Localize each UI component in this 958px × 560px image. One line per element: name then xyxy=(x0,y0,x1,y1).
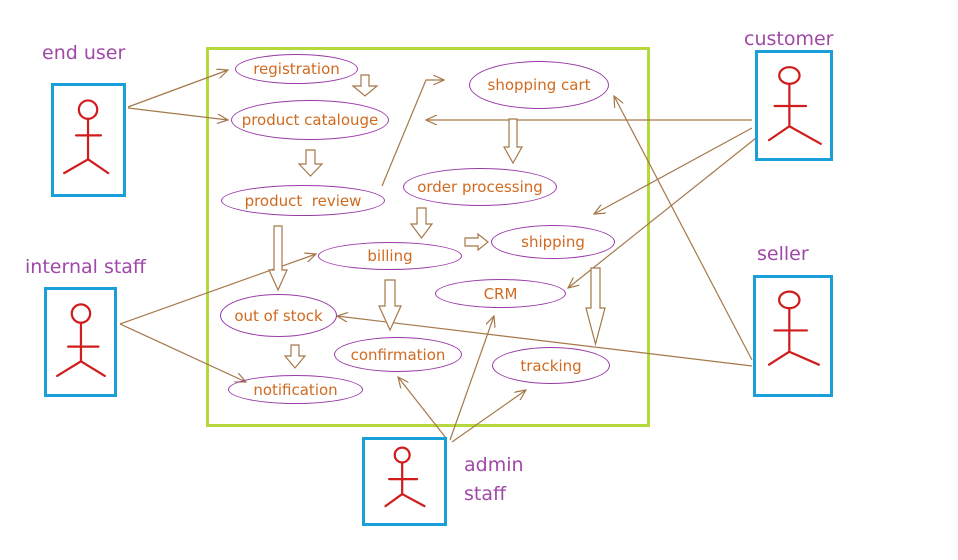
usecase-shopping-cart: shopping cart xyxy=(469,61,609,109)
edge-internal-notification xyxy=(119,323,246,382)
block-arrow-billing-shipping xyxy=(464,232,489,252)
actor-label-seller: seller xyxy=(757,243,809,265)
block-arrow-review-outofstock xyxy=(268,225,288,292)
block-arrow-registration-catalogue xyxy=(351,74,379,97)
actor-label-end-user: end user xyxy=(42,42,126,64)
actor-label-internal-staff: internal staff xyxy=(25,256,147,278)
block-arrow-order-billing xyxy=(409,207,434,239)
usecase-registration: registration xyxy=(235,54,358,84)
edge-enduser-registration xyxy=(127,70,228,108)
edge-enduser-catalogue xyxy=(127,107,228,120)
edge-admin-crm xyxy=(449,316,494,441)
actor-seller xyxy=(753,275,833,397)
usecase-shipping: shipping xyxy=(491,225,615,259)
actor-label-admin-line2: staff xyxy=(464,483,507,505)
edge-internal-billing xyxy=(119,254,316,325)
actor-end-user xyxy=(51,83,126,197)
actor-label-admin-staff: admin staff xyxy=(464,451,524,509)
stick-figure-icon xyxy=(55,303,106,378)
usecase-tracking: tracking xyxy=(492,347,610,384)
usecase-crm: CRM xyxy=(435,279,566,308)
usecase-product-review: product review xyxy=(221,185,385,216)
usecase-order-processing: order processing xyxy=(403,168,557,206)
stick-figure-icon xyxy=(767,290,821,366)
edge-seller-cart xyxy=(614,96,753,361)
usecase-out-of-stock: out of stock xyxy=(220,294,337,337)
edge-review-cart xyxy=(381,80,444,187)
actor-internal-staff xyxy=(44,287,117,397)
actor-label-customer: customer xyxy=(744,28,834,50)
system-boundary xyxy=(206,47,650,427)
usecase-product-catalouge: product catalouge xyxy=(231,100,389,140)
block-arrow-cart-order xyxy=(502,118,524,165)
edge-customer-crm xyxy=(568,137,757,288)
usecase-notification: notification xyxy=(228,375,363,404)
usecase-confirmation: confirmation xyxy=(334,337,462,372)
actor-admin-staff xyxy=(362,437,447,526)
stick-figure-icon xyxy=(63,99,110,175)
actor-customer xyxy=(755,50,833,161)
block-arrow-shipping-tracking xyxy=(585,267,606,347)
actor-label-admin-line1: admin xyxy=(464,454,524,476)
block-arrow-catalogue-review xyxy=(297,149,324,177)
stick-figure-icon xyxy=(384,446,426,508)
edge-seller-outofstock xyxy=(337,316,753,367)
usecase-billing: billing xyxy=(318,242,462,270)
block-arrow-outofstock-notification xyxy=(283,344,307,369)
block-arrow-billing-confirmation xyxy=(378,279,402,332)
edge-admin-confirmation xyxy=(398,377,447,439)
edge-admin-tracking xyxy=(451,390,526,443)
stick-figure-icon xyxy=(767,66,822,145)
edge-customer-shipping xyxy=(594,127,753,214)
